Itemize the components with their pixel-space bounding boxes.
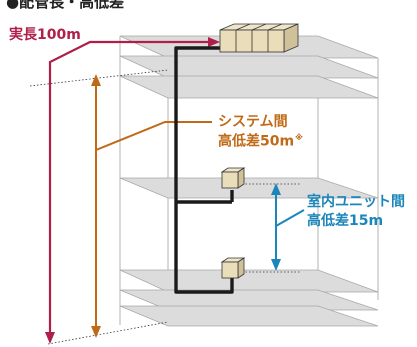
indoor-height-label-line1: 室内ユニット間 xyxy=(307,194,405,210)
system-height-arrow xyxy=(95,84,212,330)
system-height-arrowhead-top xyxy=(91,74,101,86)
floor-slab-upper-2 xyxy=(119,75,379,99)
system-height-label-line2: 高低差50m※ xyxy=(218,134,303,149)
indoor-unit-lower xyxy=(220,257,246,279)
indoor-height-arrowhead-top xyxy=(271,183,281,195)
reference-lines xyxy=(29,69,300,345)
indoor-height-label-line2: 高低差15m xyxy=(307,213,384,229)
actual-length-arrowhead-bottom xyxy=(45,332,55,344)
floor-slab-bottom xyxy=(119,305,379,327)
system-height-note-mark: ※ xyxy=(295,133,303,142)
system-height-label-line1: システム間 xyxy=(218,114,288,130)
refrigerant-pipe xyxy=(174,46,234,294)
indoor-height-arrowhead-bottom xyxy=(271,259,281,271)
indoor-unit-upper xyxy=(220,167,246,189)
outdoor-unit-bank xyxy=(219,23,299,53)
actual-length-label: 実長100m xyxy=(9,27,81,43)
system-height-arrowhead-bottom xyxy=(91,326,101,338)
actual-length-arrowhead xyxy=(208,37,220,47)
diagram-title: ●配管長・高低差 xyxy=(6,0,125,11)
floor-slabs xyxy=(119,35,379,327)
system-height-value: 高低差50m xyxy=(218,133,295,150)
floor-slab-lower-1 xyxy=(119,269,379,293)
floor-slab-lower-2 xyxy=(119,289,379,311)
floor-slab-upper-1 xyxy=(119,55,379,79)
indoor-height-arrow xyxy=(275,192,305,262)
floor-slab-middle xyxy=(119,177,379,199)
actual-length-arrow xyxy=(48,40,210,334)
